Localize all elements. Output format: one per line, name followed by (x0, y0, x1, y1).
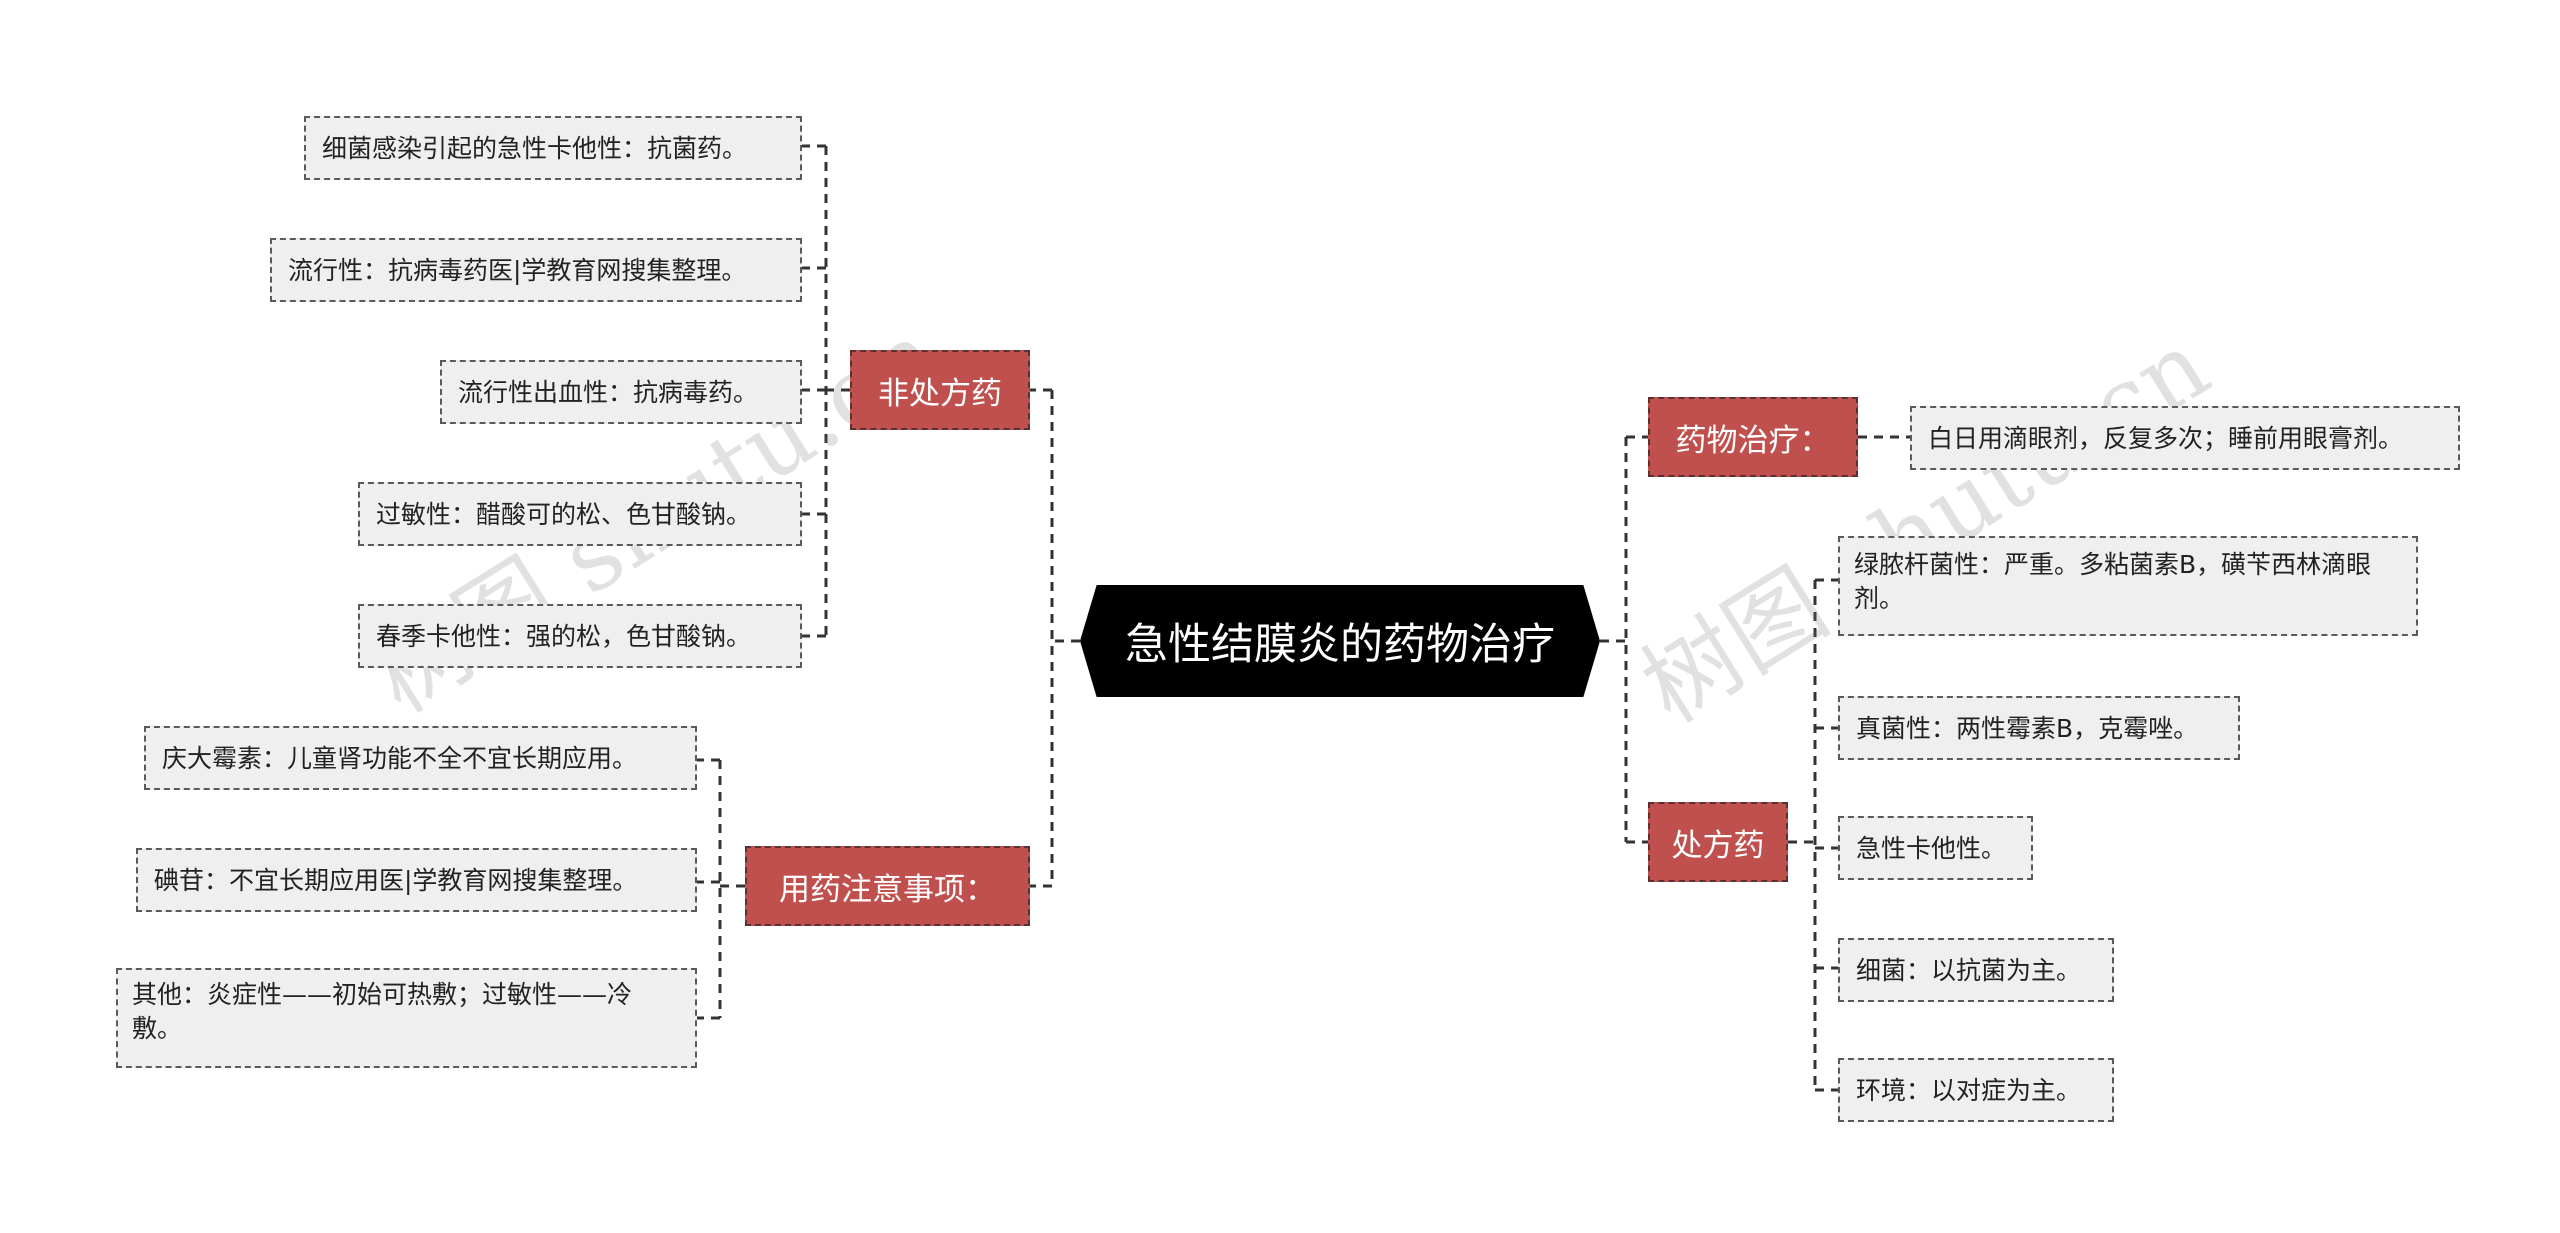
branch-yongyao[interactable]: 用药注意事项： (745, 846, 1030, 926)
branch-fei-chufang[interactable]: 非处方药 (850, 350, 1030, 430)
leaf-yongyao-2[interactable]: 碘苷：不宜长期应用医|学教育网搜集整理。 (136, 848, 697, 912)
leaf-chufang-2[interactable]: 真菌性：两性霉素B，克霉唑。 (1838, 696, 2240, 760)
leaf-yongyao-3[interactable]: 其他：炎症性——初始可热敷；过敏性——冷敷。 (116, 968, 697, 1068)
leaf-yaowu-1[interactable]: 白日用滴眼剂，反复多次；睡前用眼膏剂。 (1910, 406, 2460, 470)
leaf-fei-chufang-2[interactable]: 流行性：抗病毒药医|学教育网搜集整理。 (270, 238, 802, 302)
branch-yaowu[interactable]: 药物治疗： (1648, 397, 1858, 477)
leaf-chufang-5[interactable]: 环境：以对症为主。 (1838, 1058, 2114, 1122)
leaf-chufang-1[interactable]: 绿脓杆菌性：严重。多粘菌素B，磺苄西林滴眼剂。 (1838, 536, 2418, 636)
leaf-chufang-3[interactable]: 急性卡他性。 (1838, 816, 2033, 880)
leaf-fei-chufang-3[interactable]: 流行性出血性：抗病毒药。 (440, 360, 802, 424)
leaf-fei-chufang-1[interactable]: 细菌感染引起的急性卡他性：抗菌药。 (304, 116, 802, 180)
leaf-fei-chufang-4[interactable]: 过敏性：醋酸可的松、色甘酸钠。 (358, 482, 802, 546)
branch-chufang[interactable]: 处方药 (1648, 802, 1788, 882)
leaf-chufang-4[interactable]: 细菌：以抗菌为主。 (1838, 938, 2114, 1002)
leaf-yongyao-1[interactable]: 庆大霉素：儿童肾功能不全不宜长期应用。 (144, 726, 697, 790)
leaf-fei-chufang-5[interactable]: 春季卡他性：强的松，色甘酸钠。 (358, 604, 802, 668)
central-topic[interactable]: 急性结膜炎的药物治疗 (1080, 585, 1600, 697)
